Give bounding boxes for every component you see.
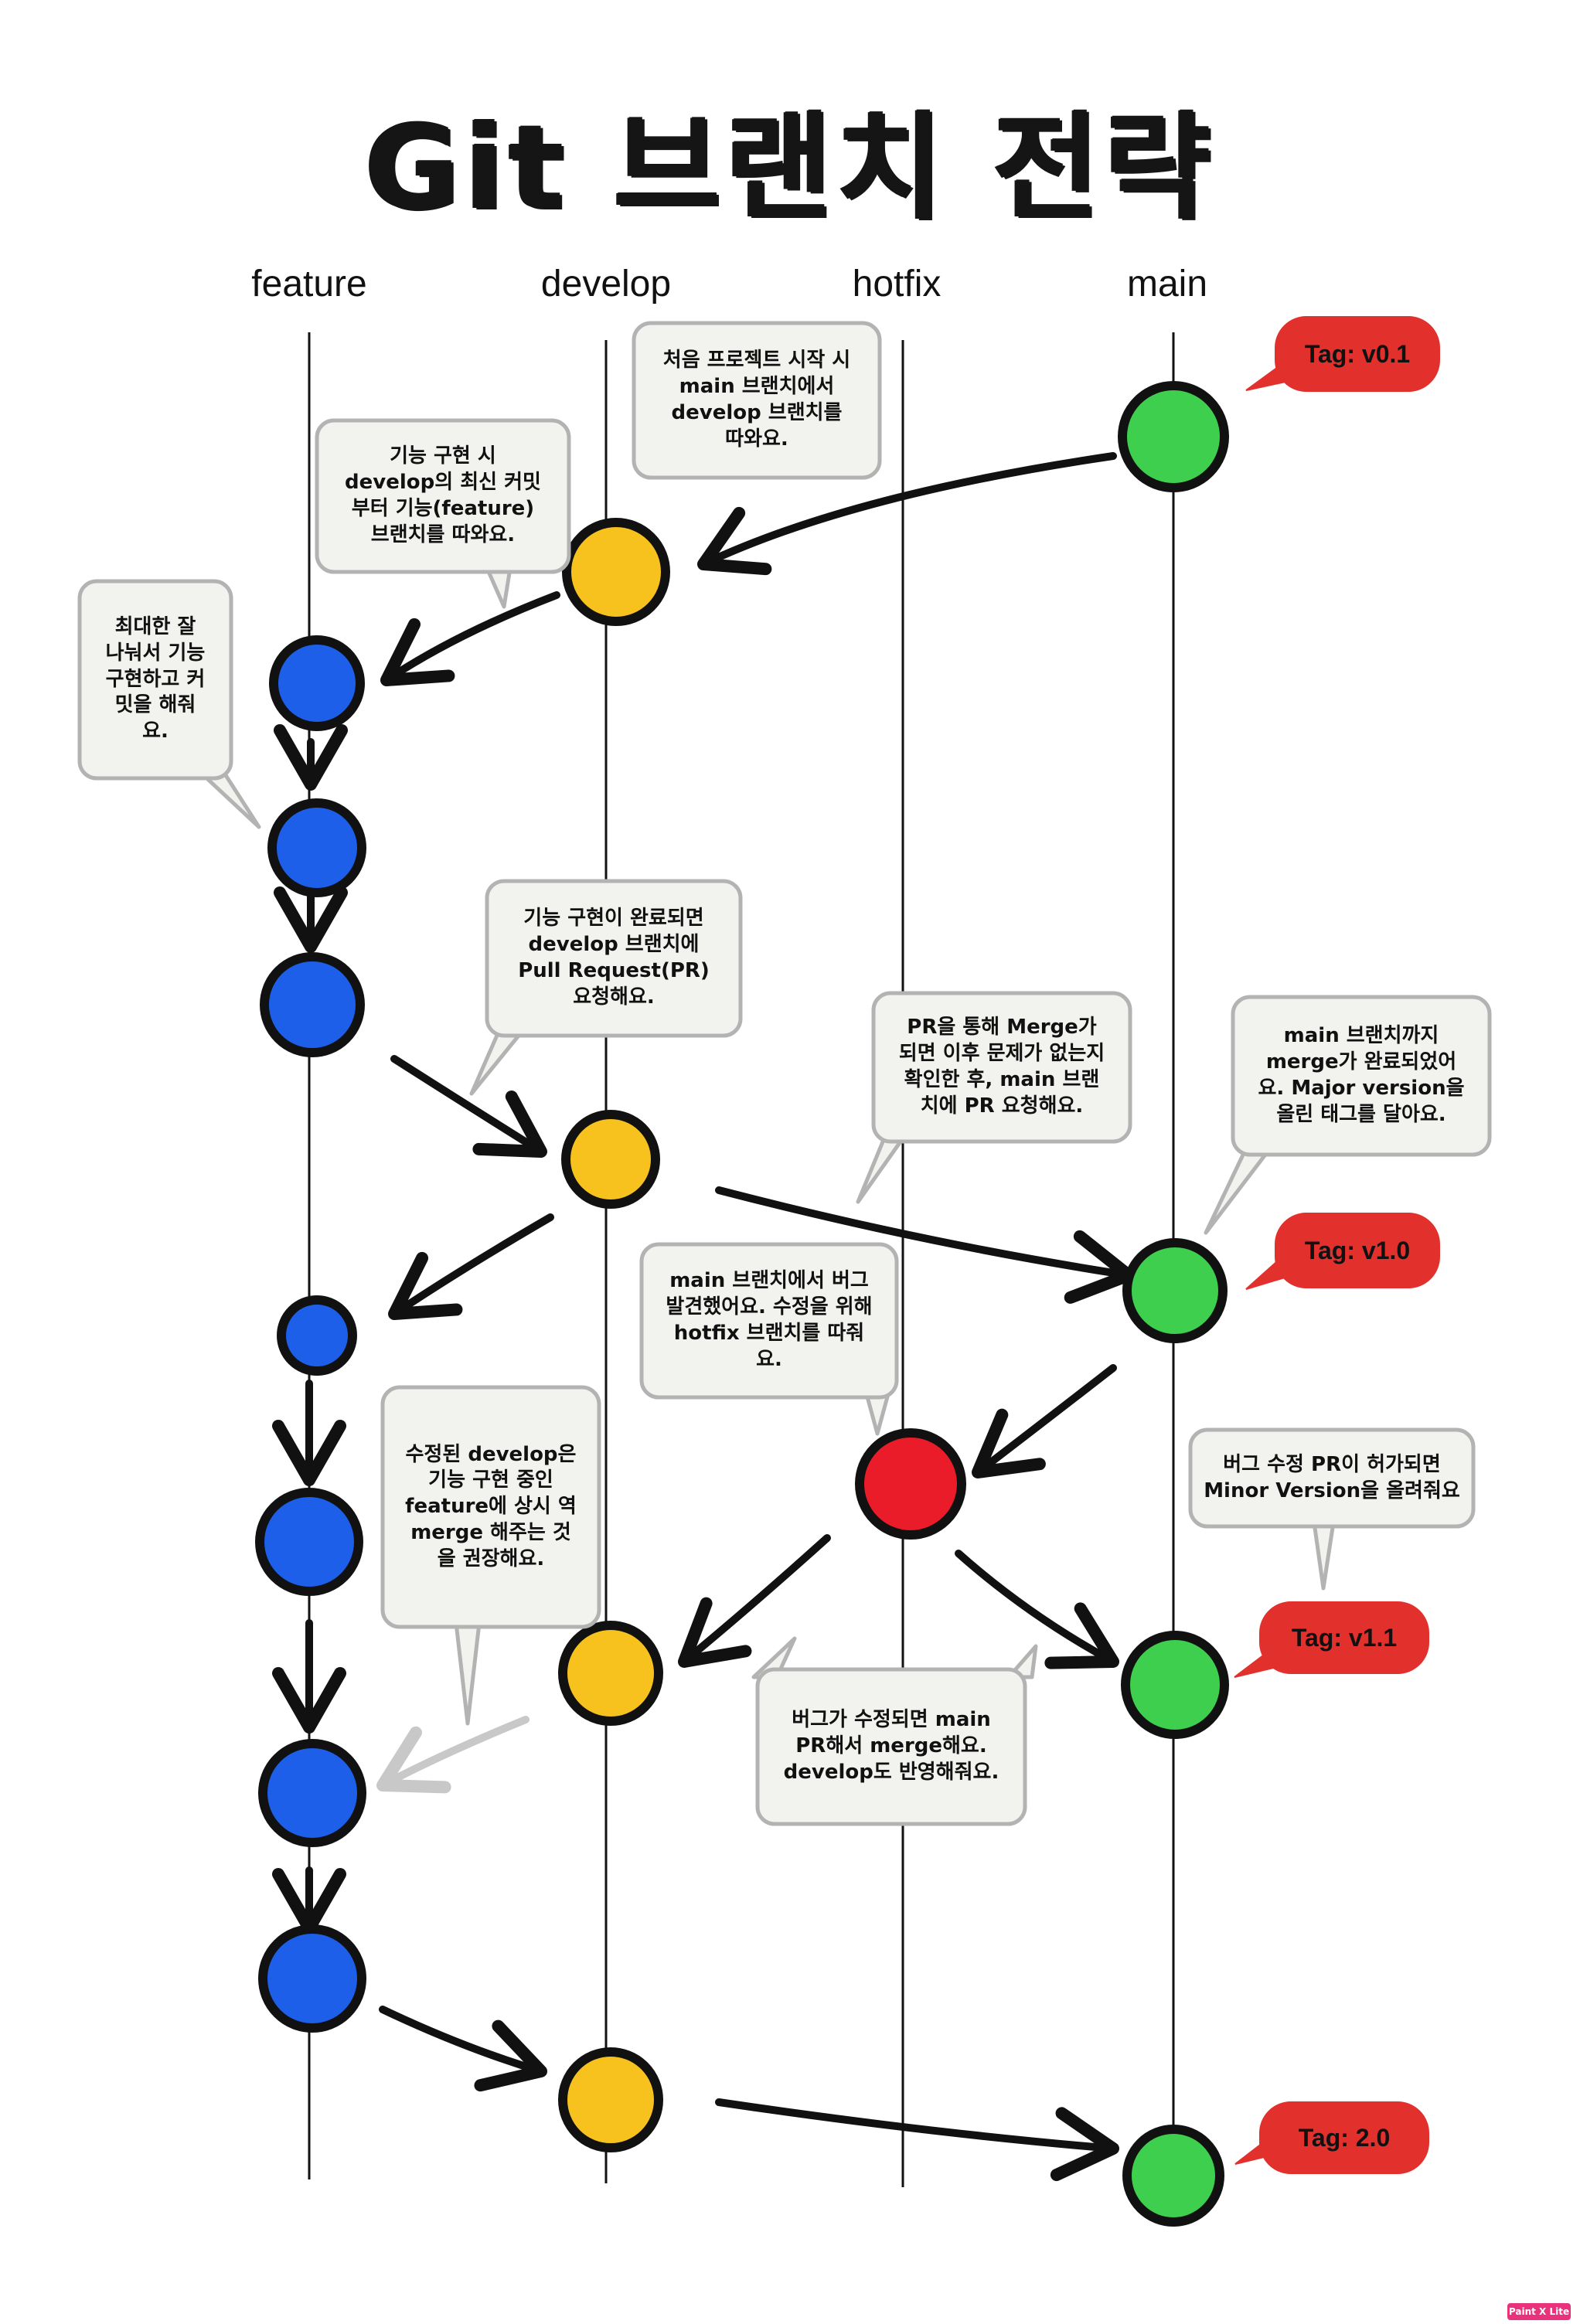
feature-commit-5 [255,1488,363,1596]
callout-bubble-7 [639,1242,899,1436]
commit-nodes [255,381,1229,2227]
callout-bubble-3 [77,579,261,829]
arrow-hotfix-to-main [955,1550,1119,1669]
arrow-develop-to-feature-2 [388,1213,554,1320]
callout-text-1: 처음 프로젝트 시작 시 main 브랜치에서 develop 브랜치를 따와요… [662,349,851,451]
callout-text-7: main 브랜치에서 버그 발견했어요. 수정을 위해 hotfix 브랜치를 … [666,1269,873,1371]
hotfix-commit [855,1428,966,1540]
feature-commit-7 [258,1924,366,2033]
page-title: Git 브랜치 전략 [364,100,1216,235]
arrow-develop-to-main-v2 [715,2098,1119,2182]
arrow-main-to-develop [697,452,1117,576]
main-commit-v1-1 [1121,1631,1229,1739]
lane-label-hotfix: hotfix [852,264,942,305]
callout-text-4: 기능 구현이 완료되면 develop 브랜치에 Pull Request(PR… [518,907,710,1009]
develop-commit-2 [561,1110,660,1209]
callout-text-5: PR을 통해 Merge가 되면 이후 문제가 없는지 확인한 후, main … [898,1016,1105,1118]
feature-commit-4 [277,1295,357,1376]
arrow-feature-to-develop-2 [379,2006,547,2092]
feature-commit-2 [267,798,366,897]
callout-bubble-2 [315,418,571,609]
main-commit-v0-1 [1118,381,1229,492]
callout-bubbles [77,321,1492,1826]
tag-v1-1-badge [1234,1601,1429,1678]
callout-bubble-10 [751,1636,1038,1826]
arrow-hotfix-to-develop [678,1534,831,1668]
develop-commit-3 [558,1621,663,1726]
flow-arrows [272,452,1135,2182]
callout-bubble-4 [469,879,743,1096]
callout-text-9: 버그 수정 PR이 허가되면 Minor Version을 올려줘요 [1204,1452,1460,1502]
tag-2-0-badge [1234,2101,1429,2174]
arrow-feature-to-develop-pr [390,1055,547,1158]
callout-bubble-8 [380,1385,601,1726]
develop-commit-4 [558,2047,663,2152]
arrow-main-to-hotfix [972,1364,1117,1478]
lane-label-main: main [1126,264,1208,305]
main-commit-v2-0 [1122,2125,1224,2227]
tag-v1-0-label: Tag: v1.0 [1304,1236,1411,1264]
feature-commit-1 [269,635,365,731]
lane-label-feature: feature [251,264,367,305]
callout-bubble-5 [856,991,1132,1204]
tag-2-0-label: Tag: 2.0 [1298,2123,1391,2152]
tag-v1-0-badge [1245,1213,1440,1290]
callout-text-8: 수정된 develop은 기능 구현 중인 feature에 상시 역 merg… [405,1442,577,1570]
callout-bubble-1 [632,321,882,480]
tag-v0-1-label: Tag: v0.1 [1304,339,1411,368]
callout-bubble-6 [1204,995,1492,1235]
feature-commit-3 [260,952,365,1057]
callout-bubble-9 [1188,1427,1476,1591]
callout-text-3: 최대한 잘 나눠서 기능 구현하고 커 밋을 해줘 요. [105,615,206,743]
tag-v1-1-label: Tag: v1.1 [1291,1623,1398,1652]
tag-badges [1234,316,1440,2174]
arrow-develop-to-main-v1 [715,1186,1135,1304]
arrow-develop-back-merge [376,1716,530,1794]
lane-label-develop: develop [540,264,672,305]
develop-commit-1 [562,518,670,626]
callout-text-10: 버그가 수정되면 main PR해서 merge해요. develop도 반영해… [783,1708,999,1784]
arrow-develop-to-feature [380,591,560,686]
feature-commit-6 [258,1739,366,1847]
main-commit-v1-0 [1122,1238,1228,1343]
callout-text-2: 기능 구현 시 develop의 최신 커밋 부터 기능(feature) 브랜… [345,444,541,546]
tag-v0-1-badge [1245,316,1440,392]
callout-text-6: main 브랜치까지 merge가 완료되었어 요. Major version… [1258,1024,1465,1126]
paint-x-lite-watermark: Paint X Lite [1507,2303,1571,2320]
